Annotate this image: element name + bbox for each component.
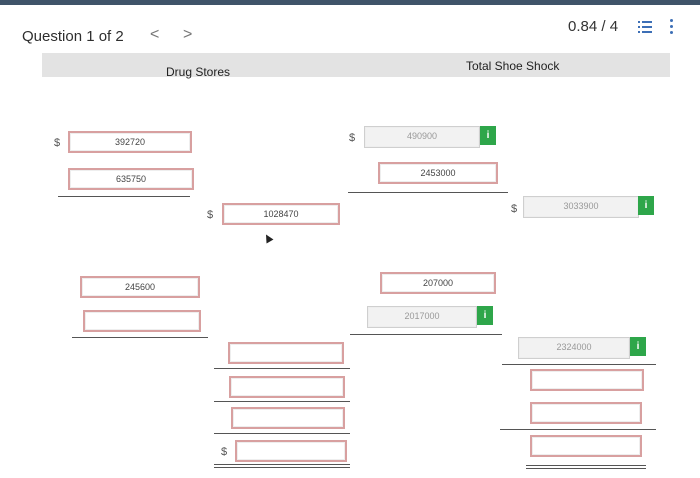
subtotal-rule [350,334,502,335]
total-shoe-input-5[interactable]: 2324000 [518,337,630,359]
prev-question-button[interactable]: < [150,26,160,43]
total-shoe-input-4[interactable]: 2017000 [367,306,477,328]
score-display: 0.84 / 4 [568,18,619,35]
dollar-sign: $ [511,203,518,215]
subtotal-rule [502,364,656,365]
info-icon[interactable]: i [480,126,496,145]
subtotal-rule [72,337,208,338]
info-icon[interactable]: i [477,306,493,325]
question-counter: Question 1 of 2 [22,28,124,45]
total-shoe-input-3[interactable]: 207000 [380,272,496,294]
total-double-rule [214,464,350,468]
info-icon[interactable]: i [638,196,654,215]
table-header-band [42,53,670,77]
drug-stores-input-1[interactable]: 392720 [68,131,192,153]
total-shoe-header: Total Shoe Shock [466,59,560,73]
info-icon[interactable]: i [630,337,646,356]
total-shoe-input-1[interactable]: 490900 [364,126,480,148]
dollar-sign: $ [221,446,228,458]
drug-stores-total-input[interactable]: 1028470 [222,203,340,225]
question-list-icon[interactable] [638,20,652,34]
drug-stores-input-6[interactable] [229,376,345,398]
total-shoe-input-8[interactable] [530,435,642,457]
subtotal-rule [214,401,350,402]
subtotal-rule [58,196,190,197]
dollar-sign: $ [54,137,61,149]
subtotal-rule [214,368,350,369]
mouse-cursor-icon [262,232,274,244]
dollar-sign: $ [207,209,214,221]
top-border [0,0,700,5]
more-options-icon[interactable] [670,19,674,35]
total-shoe-total-input[interactable]: 3033900 [523,196,639,218]
drug-stores-input-8[interactable] [235,440,347,462]
total-shoe-input-6[interactable] [530,369,644,391]
dollar-sign: $ [349,132,356,144]
drug-stores-input-7[interactable] [231,407,345,429]
subtotal-rule [348,192,508,193]
subtotal-rule [214,433,350,434]
drug-stores-input-4[interactable] [83,310,201,332]
total-shoe-input-7[interactable] [530,402,642,424]
drug-stores-input-5[interactable] [228,342,344,364]
drug-stores-header: Drug Stores [166,65,231,79]
next-question-button[interactable]: > [183,26,193,43]
total-double-rule [526,465,646,469]
subtotal-rule [500,429,656,430]
drug-stores-input-3[interactable]: 245600 [80,276,200,298]
drug-stores-input-2[interactable]: 635750 [68,168,194,190]
total-shoe-input-2[interactable]: 2453000 [378,162,498,184]
